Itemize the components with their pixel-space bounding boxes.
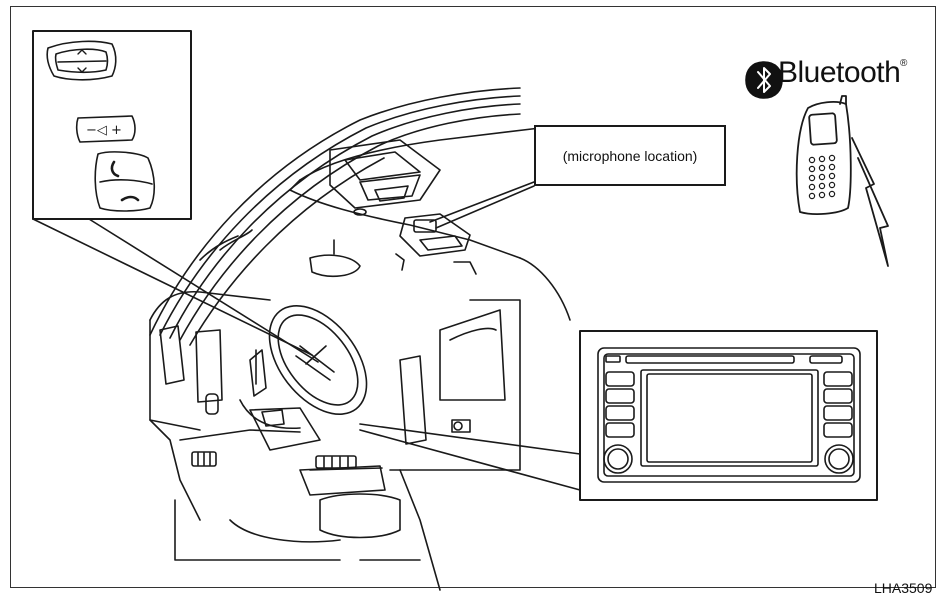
audio-unit-inset <box>579 330 878 501</box>
microphone-housing <box>395 213 477 275</box>
phone-talk-end-buttons <box>94 151 156 212</box>
wireless-signal-icon <box>851 137 889 267</box>
phone-talk-icon <box>110 160 120 178</box>
volume-button-icon: −◁ + <box>75 115 136 143</box>
rearview-mirror <box>309 239 361 278</box>
mobile-phone-icon <box>795 95 852 215</box>
roof-headliner <box>289 127 571 321</box>
steering-wheel <box>239 305 368 451</box>
dashboard <box>149 290 441 591</box>
phone-end-icon <box>120 195 140 202</box>
eject-button <box>809 355 843 364</box>
right-button-column <box>823 371 853 438</box>
display-screen <box>640 369 819 467</box>
windshield-frame <box>149 87 521 346</box>
phone-keypad <box>808 154 836 200</box>
svg-text:−◁ +: −◁ + <box>86 123 122 138</box>
callout-lines <box>32 181 581 491</box>
figure-frame <box>10 6 936 588</box>
bluetooth-icon <box>745 61 783 99</box>
registered-mark: ® <box>900 58 908 69</box>
figure-code: LHA3509 <box>874 580 933 596</box>
cd-slot <box>625 355 795 364</box>
up-down-switch-icon <box>46 40 117 81</box>
steering-switch-inset: −◁ + <box>32 30 192 220</box>
left-button-column <box>605 371 635 438</box>
volume-knob <box>603 444 633 474</box>
overhead-console <box>329 139 441 216</box>
bluetooth-wordmark: Bluetooth <box>778 56 901 89</box>
microphone-location-label: (microphone location) <box>534 125 726 186</box>
driver-door <box>389 299 521 471</box>
tune-knob <box>824 444 854 474</box>
